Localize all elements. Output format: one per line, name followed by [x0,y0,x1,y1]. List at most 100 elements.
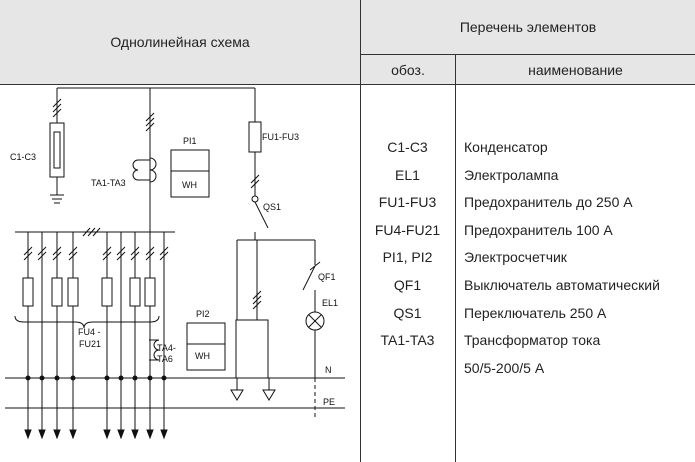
element-code: TA1-TA3 [380,332,435,349]
list-title: Перечень элементов [459,19,597,35]
feeder-arrow [38,429,46,440]
element-code: EL1 [395,166,420,183]
label-pe: PE [323,397,335,407]
element-code: QS1 [393,304,422,321]
label-ta6: TA6 [157,354,173,364]
list-item: PI1, PI2 Электросчетчик [360,246,695,274]
element-name: Предохранитель 100 А [464,221,613,238]
list-item: FU1-FU3 Предохранитель до 250 А [360,191,695,219]
feeder-tick [68,246,78,256]
feeder-tick [116,251,126,261]
label-pi2: PI2 [196,309,210,319]
breaker-qf1-lamp-el1 [236,239,325,378]
table-divider-middle [455,85,456,462]
element-name: Трансформатор тока [464,332,601,349]
meter-pi2 [186,322,226,371]
fuse-fu1-fu3-branch [248,88,269,240]
feeder-tick [52,251,62,261]
list-item: QS1 Переключатель 250 А [360,302,695,330]
feeder-arrow [103,429,111,440]
list-header: Перечень элементов [360,0,695,55]
fuse [51,277,63,307]
code-column-title: обоз. [391,61,425,78]
single-line-diagram: C1-C3 TA1-TA3 PI1 WH FU1-FU3 QS1 QF1 EL1… [5,87,345,440]
fuse [129,277,141,307]
list-item: FU4-FU21 Предохранитель 100 А [360,219,695,247]
fuse [101,277,113,307]
feeder-tick [130,246,140,256]
list-item: QF1 Выключатель автоматический [360,274,695,302]
fuse [67,277,79,307]
table-divider-left [360,85,361,462]
feeder-tick [37,246,47,256]
label-wh2: WH [195,351,210,361]
element-code: FU1-FU3 [378,194,437,211]
feeder-tick [159,246,169,256]
feeder-arrow [53,429,61,440]
label-pi1: PI1 [183,136,197,146]
feeder-brace [14,315,160,329]
elements-list: C1-C3 Конденсатор EL1 Электролампа FU1-F… [360,136,695,384]
name-column-header: наименование [455,55,695,85]
feeder-tick [145,246,155,256]
feeder-tick [116,246,126,256]
label-qf1: QF1 [318,272,336,282]
label-fu4: FU4 - [78,327,101,337]
feeder-tick [130,251,140,261]
ground-arrows [230,378,276,401]
feeder-arrow [160,429,168,440]
fuse [144,277,156,307]
element-name: Переключатель 250 А [464,304,607,321]
label-wh1: WH [182,180,197,190]
capacitor-c1-c3 [49,88,65,204]
element-name: 50/5-200/5 А [464,359,545,376]
label-el1: EL1 [322,298,338,308]
list-item: 50/5-200/5 А [360,357,695,385]
list-item: EL1 Электролампа [360,164,695,192]
element-name: Электросчетчик [464,249,567,266]
scheme-title: Однолинейная схема [110,34,250,50]
element-code: FU4-FU21 [374,221,441,238]
label-fu21: FU21 [79,339,101,349]
diagram-labels: C1-C3 TA1-TA3 PI1 WH FU1-FU3 QS1 QF1 EL1… [10,132,338,407]
bus-tick-marks [82,227,101,237]
fuse [22,277,34,307]
incoming-line-ta1-ta3 [132,88,157,232]
feeder-arrow [117,429,125,440]
transformer-ta4-ta6 [149,339,160,361]
label-ta4: TA4- [157,343,176,353]
feeder-tick [23,246,33,256]
feeder-arrow [24,429,32,440]
feeder-tick [159,251,169,261]
label-n: N [325,365,332,375]
element-name: Выключатель автоматический [464,276,660,293]
label-ta1-ta3: TA1-TA3 [91,178,126,188]
element-code: C1-C3 [387,139,428,155]
meter-pi1 [170,149,210,198]
list-item: C1-C3 Конденсатор [360,136,695,164]
feeder-arrow [131,429,139,440]
feeder-tick [102,251,112,261]
feeders-fu4-fu21 [22,232,169,440]
feeder-tick [52,246,62,256]
feeder-arrow [69,429,77,440]
scheme-header: Однолинейная схема [0,0,360,85]
element-name: Конденсатор [464,139,548,155]
element-code: PI1, PI2 [382,249,433,266]
feeder-tick [102,246,112,256]
element-name: Электролампа [464,166,559,183]
name-column-title: наименование [528,61,623,78]
feeder-tick [145,251,155,261]
feeder-arrow [146,429,154,440]
label-fu1-fu3: FU1-FU3 [262,132,299,142]
label-c1-c3: C1-C3 [10,152,36,162]
feeder-tick [37,251,47,261]
feeder-tick [23,251,33,261]
list-item: TA1-TA3 Трансформатор тока [360,329,695,357]
element-code: QF1 [393,276,422,293]
lower-cabinet [235,319,269,379]
label-qs1: QS1 [263,202,281,212]
code-column-header: обоз. [360,55,455,85]
element-name: Предохранитель до 250 А [464,194,633,211]
